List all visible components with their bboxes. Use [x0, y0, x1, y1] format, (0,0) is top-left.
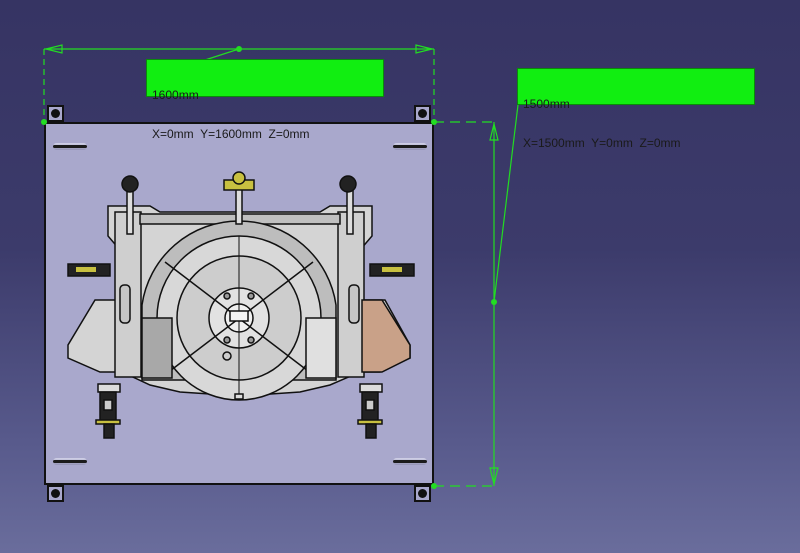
width-value: 1600mm: [152, 88, 199, 102]
width-coords: X=0mm Y=1600mm Z=0mm: [152, 127, 310, 141]
corner-block-bottom-right[interactable]: [414, 485, 431, 502]
slot-top-left: [53, 143, 87, 150]
corner-block-top-left[interactable]: [47, 105, 64, 122]
height-value: 1500mm: [523, 97, 570, 111]
corner-block-top-right[interactable]: [414, 105, 431, 122]
corner-block-bottom-left[interactable]: [47, 485, 64, 502]
dimension-label-width[interactable]: 1600mm X=0mm Y=1600mm Z=0mm: [146, 59, 384, 141]
slot-top-right: [393, 143, 427, 150]
slot-bottom-left: [53, 458, 87, 465]
slot-bottom-right: [393, 458, 427, 465]
height-coords: X=1500mm Y=0mm Z=0mm: [523, 136, 681, 150]
dimension-label-height[interactable]: 1500mm X=1500mm Y=0mm Z=0mm: [517, 68, 755, 150]
